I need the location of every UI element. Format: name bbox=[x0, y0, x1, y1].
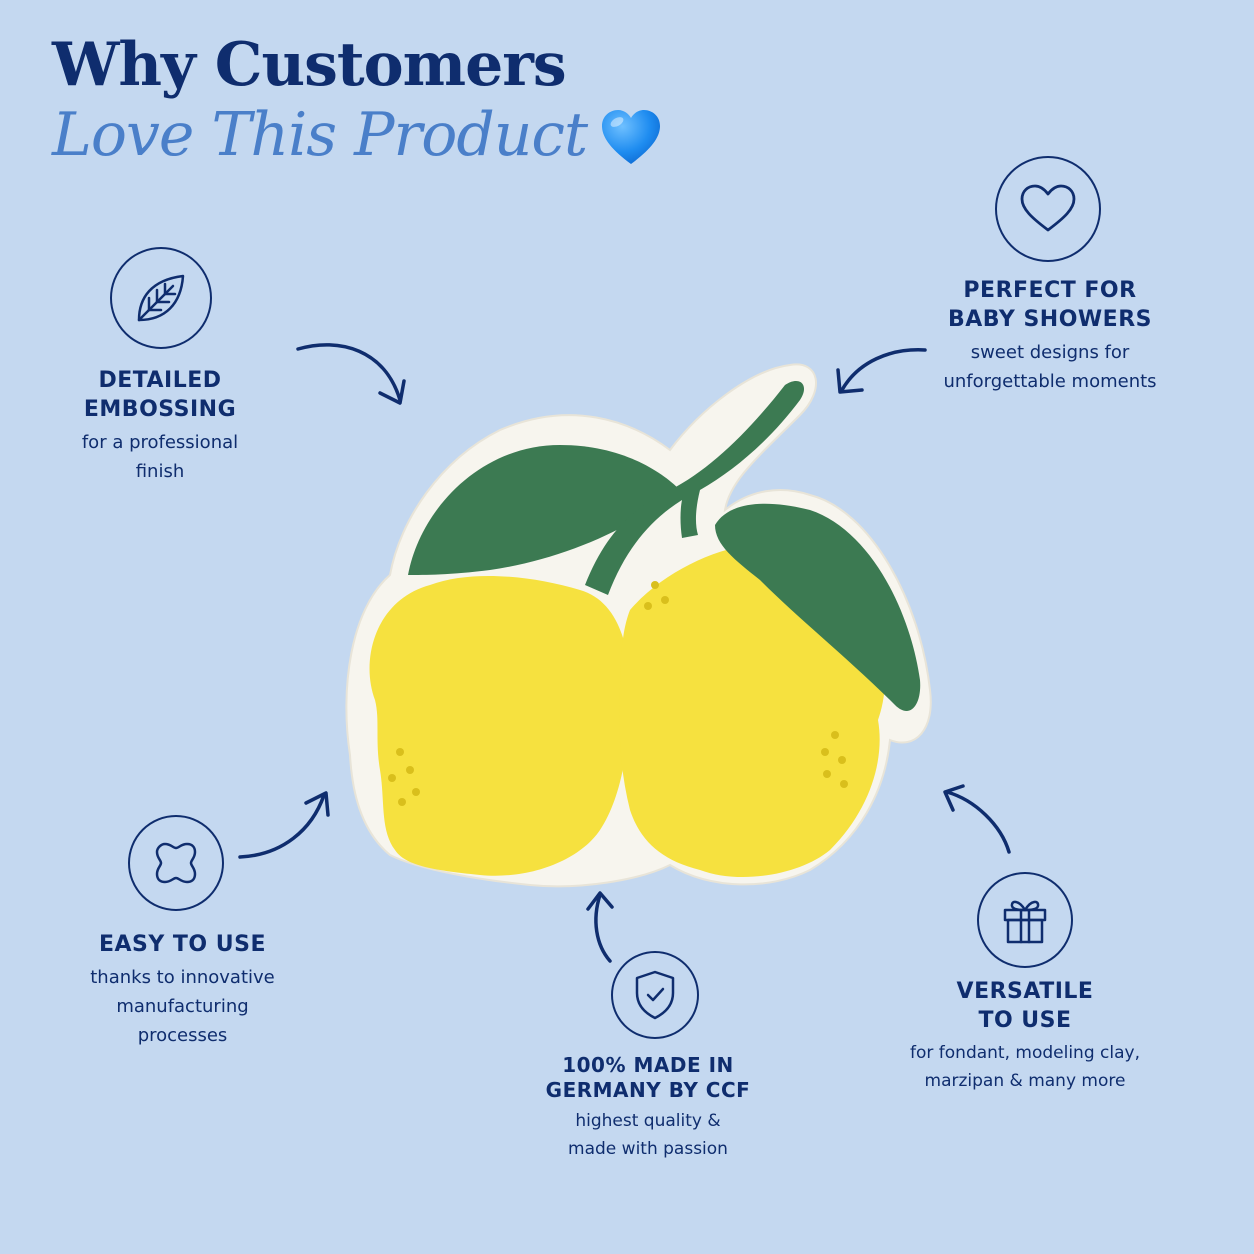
desc-line: thanks to innovative bbox=[90, 967, 275, 988]
gift-icon bbox=[1003, 900, 1047, 944]
title-line-1: Why Customers bbox=[52, 30, 567, 100]
blue-heart-emoji-icon bbox=[602, 110, 660, 164]
feature-description: for fondant, modeling clay, marzipan & m… bbox=[880, 1039, 1170, 1095]
title-line: EASY TO USE bbox=[98, 932, 267, 957]
desc-line: processes bbox=[137, 1025, 228, 1046]
feature-title: PERFECT FOR BABY SHOWERS bbox=[920, 276, 1180, 334]
title-line: PERFECT FOR bbox=[963, 278, 1137, 303]
arrow-versatile-icon bbox=[943, 784, 1011, 854]
title-line-2: Love This Product bbox=[52, 100, 588, 170]
desc-line: made with passion bbox=[568, 1139, 728, 1159]
clover-shape-icon bbox=[155, 842, 197, 884]
feature-description: for a professional finish bbox=[40, 428, 280, 486]
shield-check-icon bbox=[635, 970, 675, 1020]
feature-made-in-germany: 100% MADE IN GERMANY BY CCF highest qual… bbox=[528, 1053, 768, 1163]
leaf-icon bbox=[137, 274, 185, 322]
desc-line: manufacturing bbox=[116, 996, 249, 1017]
desc-line: for a professional bbox=[81, 432, 239, 453]
embossing-feature-icon-circle bbox=[110, 247, 212, 349]
heart-icon bbox=[1020, 184, 1076, 232]
title-line: TO USE bbox=[978, 1008, 1072, 1033]
feature-perfect-for-baby-showers: PERFECT FOR BABY SHOWERS sweet designs f… bbox=[920, 276, 1180, 396]
feature-title: DETAILED EMBOSSING bbox=[40, 366, 280, 424]
feature-description: highest quality & made with passion bbox=[528, 1107, 768, 1163]
feature-title: EASY TO USE bbox=[60, 930, 305, 959]
title-line: BABY SHOWERS bbox=[948, 307, 1152, 332]
feature-description: sweet designs for unforgettable moments bbox=[920, 338, 1180, 396]
title-line: 100% MADE IN bbox=[562, 1053, 734, 1077]
feature-title: VERSATILE TO USE bbox=[880, 977, 1170, 1035]
title-line: GERMANY BY CCF bbox=[545, 1078, 751, 1102]
easy-feature-icon-circle bbox=[128, 815, 224, 911]
desc-line: unforgettable moments bbox=[943, 371, 1157, 392]
desc-line: highest quality & bbox=[575, 1111, 721, 1131]
feature-easy-to-use: EASY TO USE thanks to innovative manufac… bbox=[60, 930, 305, 1050]
title-line: EMBOSSING bbox=[83, 397, 237, 422]
feature-detailed-embossing: DETAILED EMBOSSING for a professional fi… bbox=[40, 366, 280, 486]
versatile-feature-icon-circle bbox=[977, 872, 1073, 968]
arrow-embossing-icon bbox=[296, 343, 406, 405]
arrow-germany-icon bbox=[586, 891, 614, 963]
germany-feature-icon-circle bbox=[611, 951, 699, 1039]
lemon-embosser-product-image bbox=[345, 363, 932, 888]
desc-line: finish bbox=[135, 461, 185, 482]
arrow-easy-icon bbox=[238, 791, 330, 859]
desc-line: for fondant, modeling clay, bbox=[910, 1043, 1140, 1063]
baby-showers-feature-icon-circle bbox=[995, 156, 1101, 262]
title-line: DETAILED bbox=[98, 368, 222, 393]
desc-line: marzipan & many more bbox=[924, 1071, 1126, 1091]
feature-title: 100% MADE IN GERMANY BY CCF bbox=[528, 1053, 768, 1103]
title-line: VERSATILE bbox=[956, 979, 1094, 1004]
arrow-baby-showers-icon bbox=[836, 348, 927, 394]
desc-line: sweet designs for bbox=[970, 342, 1130, 363]
feature-description: thanks to innovative manufacturing proce… bbox=[60, 963, 305, 1050]
feature-versatile-to-use: VERSATILE TO USE for fondant, modeling c… bbox=[880, 977, 1170, 1095]
